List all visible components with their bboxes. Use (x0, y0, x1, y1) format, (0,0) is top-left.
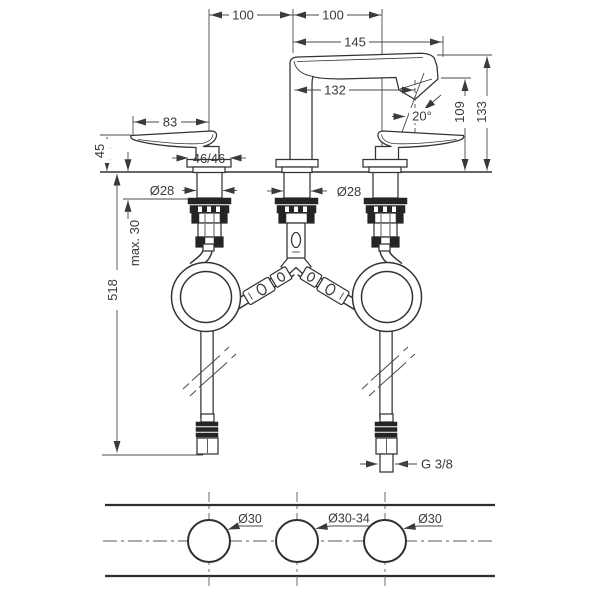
label-hole-right: Ø30 (418, 512, 442, 526)
dim-escutcheon-width: 46/46 (193, 151, 226, 166)
dim-counter-max: max. 30 (127, 220, 142, 266)
hole-left (187, 519, 231, 563)
supply-pipes (200, 322, 393, 418)
dim-shank-left: Ø28 (150, 183, 175, 198)
g38-connector-left (195, 413, 219, 455)
right-escutcheon (362, 158, 408, 168)
left-escutcheon-neck (192, 166, 226, 174)
dim-spout-angle: 20° (412, 109, 432, 124)
dim-handle-length: 83 (163, 115, 177, 130)
hole-right (363, 519, 407, 563)
dim-hose-length: 518 (105, 279, 120, 301)
spout-escutcheon-neck (281, 166, 313, 174)
dim-spacing-right: 100 (322, 8, 344, 23)
dimension-labels: 100 100 145 132 83 20° 45 46/46 Ø28 Ø28 … (92, 8, 489, 527)
hole-center (275, 519, 319, 563)
g38-connector-right (374, 413, 398, 473)
extension-lines (100, 9, 492, 456)
spout-escutcheon (275, 158, 319, 168)
right-escutcheon-neck (368, 166, 402, 174)
dim-spout-reach: 132 (324, 83, 346, 98)
dim-handle-height: 45 (92, 144, 107, 158)
dim-total-reach: 145 (344, 35, 366, 50)
label-hole-left: Ø30 (238, 512, 262, 526)
dim-thread: G 3/8 (421, 457, 453, 472)
left-valve-assembly (187, 171, 232, 252)
dim-shank-center: Ø28 (337, 184, 362, 199)
dim-spacing-left: 100 (232, 8, 254, 23)
label-hole-center: Ø30-34 (328, 512, 370, 526)
dim-outlet-height: 109 (452, 101, 467, 123)
hole-template-panel (103, 492, 495, 589)
center-shank-assembly (274, 171, 319, 275)
hose-connectors (242, 266, 350, 306)
dimension-lines (103, 11, 491, 468)
dim-total-height: 133 (474, 101, 489, 123)
pipe-break-symbols (182, 346, 416, 397)
right-handle (374, 130, 465, 163)
right-valve-assembly (363, 171, 408, 252)
left-handle (130, 130, 220, 163)
